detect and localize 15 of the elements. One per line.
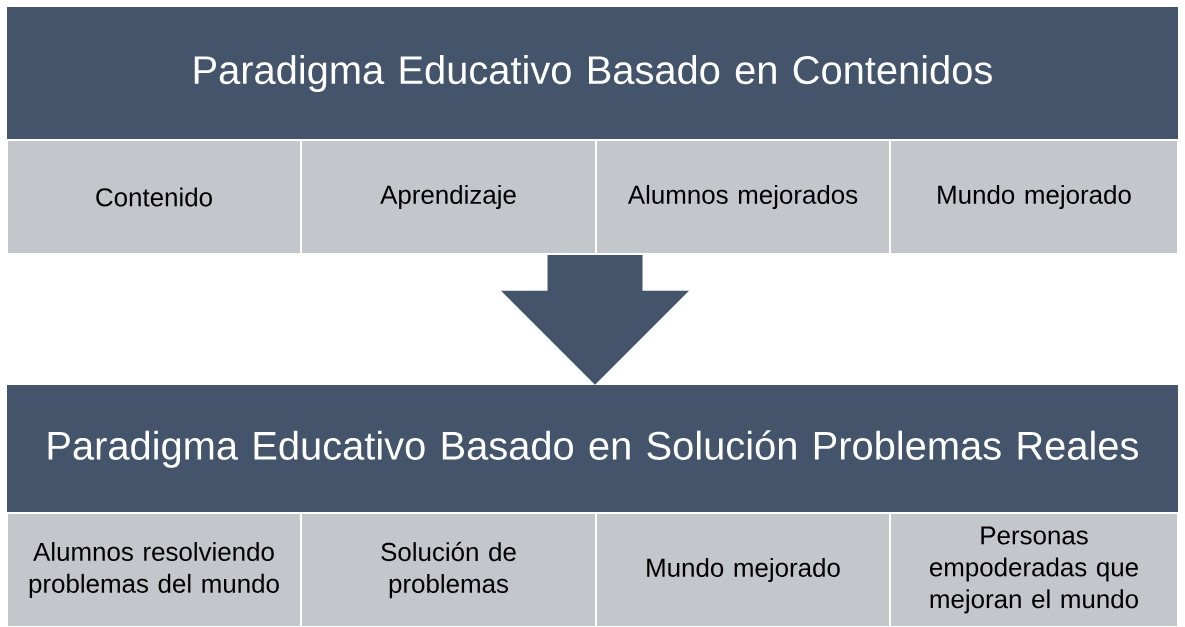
node-label: Alumnos resolviendo problemas del mundo [29,541,279,598]
step-cell: Alumnos resolviendo problemas del mundo [6,512,302,627]
block-arrow [501,255,689,385]
node-label: Personas empoderadas que mejoran el mundo [929,526,1138,614]
node-label: Mundo mejorado [647,557,840,583]
step-cell: Alumnos mejorados [595,139,891,255]
step-cell: Mundo mejorado [595,512,891,627]
step-cell: Mundo mejorado [889,139,1179,255]
node-label: Solución de problemas [381,541,516,599]
step-cell: Aprendizaje [300,139,597,255]
title-band: Paradigma Educativo Basado en Solución Problemas Reales [7,385,1178,513]
step-cell: Personas empoderadas que mejoran el mundo [889,512,1179,627]
step-cell: Solución de problemas [300,512,597,627]
title-band: Paradigma Educativo Basado en Contenidos [7,7,1178,140]
step-cell: Contenido [6,139,302,255]
